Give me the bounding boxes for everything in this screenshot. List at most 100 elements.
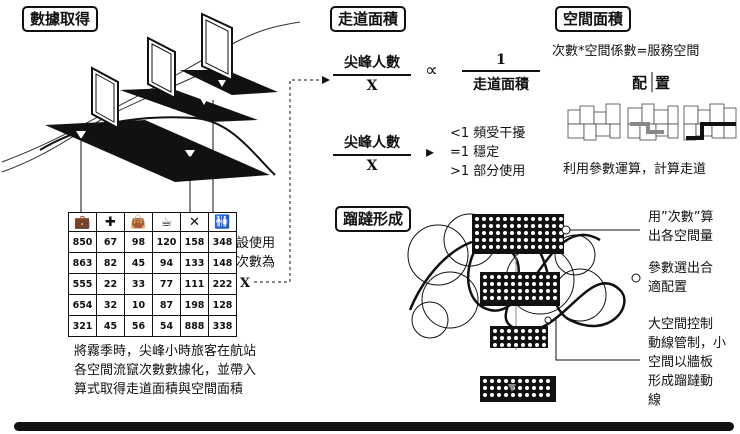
table-row: 863 82 45 94 133 148 bbox=[68, 252, 237, 274]
dot bbox=[490, 289, 494, 293]
dot bbox=[496, 238, 500, 242]
dot bbox=[504, 296, 508, 300]
dot bbox=[510, 231, 514, 235]
dot bbox=[542, 329, 546, 333]
table-cell: 45 bbox=[124, 252, 153, 274]
dot bbox=[521, 343, 525, 347]
dot-grid bbox=[493, 329, 546, 347]
dot bbox=[511, 275, 515, 279]
section-header-corridor: 走道面積 bbox=[330, 6, 407, 32]
wander-note-3-line-4: 形成蹓躂動 bbox=[648, 374, 714, 389]
x-variable: X bbox=[240, 276, 251, 291]
dot bbox=[511, 289, 515, 293]
dot bbox=[490, 296, 494, 300]
dot bbox=[524, 238, 528, 242]
dot bbox=[497, 379, 501, 383]
dot bbox=[483, 393, 487, 397]
dot bbox=[553, 282, 557, 286]
dot bbox=[535, 343, 539, 347]
condition-1: <1 頻受干擾 bbox=[450, 126, 526, 141]
dot bbox=[483, 379, 487, 383]
space-caption: 利用參數運算，計算走道 bbox=[563, 162, 707, 177]
cup-icon: ☕ bbox=[152, 212, 181, 232]
dot bbox=[475, 245, 479, 249]
restroom-icon: 🚻 bbox=[208, 212, 237, 232]
dot bbox=[497, 296, 501, 300]
dot bbox=[510, 245, 514, 249]
dot bbox=[553, 275, 557, 279]
dot bbox=[489, 238, 493, 242]
dashed-connector bbox=[254, 76, 330, 283]
dot bbox=[539, 393, 543, 397]
config-label-b: 置 bbox=[655, 74, 671, 92]
dot bbox=[507, 343, 511, 347]
dot bbox=[532, 282, 536, 286]
dot bbox=[504, 379, 508, 383]
dot bbox=[559, 238, 563, 242]
fraction-numerator: 尖峰人數 bbox=[333, 132, 411, 156]
dot bbox=[504, 275, 508, 279]
dot-panel-3 bbox=[490, 326, 548, 348]
dot bbox=[490, 282, 494, 286]
dot bbox=[538, 217, 542, 221]
dot bbox=[500, 329, 504, 333]
dot bbox=[475, 238, 479, 242]
cutlery-icon: ✕ bbox=[180, 212, 209, 232]
dot bbox=[517, 224, 521, 228]
bottom-rule bbox=[14, 422, 734, 431]
dot bbox=[497, 282, 501, 286]
dot bbox=[497, 275, 501, 279]
fraction-denominator: X bbox=[366, 78, 378, 94]
wander-note-3-line-5: 線 bbox=[648, 393, 662, 408]
dot bbox=[542, 336, 546, 340]
wander-note-1-line-2: 出各空間量 bbox=[648, 229, 714, 244]
dot bbox=[559, 217, 563, 221]
dot bbox=[511, 296, 515, 300]
table-row: 555 22 33 77 111 222 bbox=[68, 273, 237, 295]
dot bbox=[559, 245, 563, 249]
dot bbox=[482, 231, 486, 235]
table-cell: 198 bbox=[180, 294, 209, 316]
table-cell: 888 bbox=[180, 315, 209, 337]
section-header-wandering: 蹓躂形成 bbox=[335, 206, 412, 232]
dot bbox=[496, 217, 500, 221]
dot bbox=[531, 231, 535, 235]
table-cell: 654 bbox=[68, 294, 97, 316]
dot bbox=[504, 386, 508, 390]
table-cell: 32 bbox=[96, 294, 125, 316]
dot bbox=[545, 231, 549, 235]
dot bbox=[546, 296, 550, 300]
dot bbox=[531, 245, 535, 249]
dot bbox=[490, 275, 494, 279]
table-cell: 45 bbox=[96, 315, 125, 337]
table-row: 654 32 10 87 198 128 bbox=[68, 294, 237, 316]
dot bbox=[493, 343, 497, 347]
dot bbox=[511, 282, 515, 286]
icon-header-row: 💼 ✚ 👜 ☕ ✕ 🚻 bbox=[68, 212, 237, 232]
dot bbox=[546, 386, 550, 390]
dot bbox=[496, 224, 500, 228]
dot bbox=[559, 224, 563, 228]
wander-note-3-line-3: 空間以牆板 bbox=[648, 355, 714, 370]
table-cell: 87 bbox=[152, 294, 181, 316]
dot bbox=[504, 393, 508, 397]
dot bbox=[525, 393, 529, 397]
section-header-space: 空間面積 bbox=[555, 6, 632, 32]
dot bbox=[518, 296, 522, 300]
dot bbox=[511, 393, 515, 397]
dot bbox=[546, 275, 550, 279]
dot bbox=[524, 224, 528, 228]
dot bbox=[553, 289, 557, 293]
wander-note-3-line-2: 動線管制，小 bbox=[648, 336, 727, 351]
dot bbox=[518, 282, 522, 286]
wandering-leaders bbox=[508, 225, 641, 392]
dot bbox=[475, 224, 479, 228]
dot bbox=[483, 386, 487, 390]
table-cell: 33 bbox=[124, 273, 153, 295]
dot bbox=[475, 231, 479, 235]
dot bbox=[514, 336, 518, 340]
dot bbox=[489, 231, 493, 235]
table-cell: 98 bbox=[124, 231, 153, 253]
table-cell: 148 bbox=[208, 252, 237, 274]
dot bbox=[552, 224, 556, 228]
